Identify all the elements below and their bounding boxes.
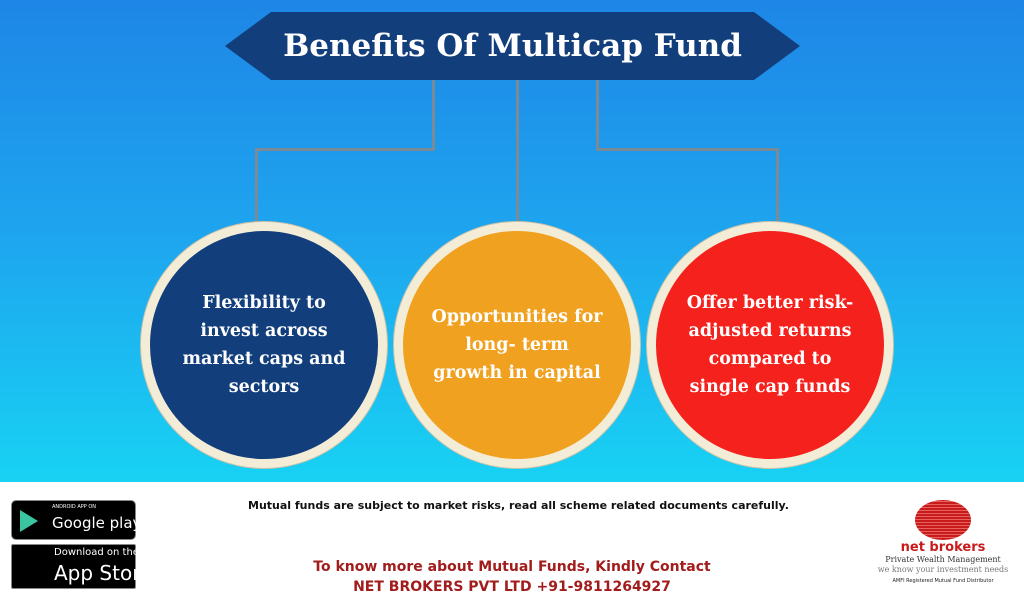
disclaimer: Mutual funds are subject to market risks… [248, 499, 789, 512]
app-store-button[interactable]: Download on the App Store [11, 544, 152, 589]
benefit-text: Opportunities for long- term growth in c… [431, 307, 603, 383]
connector-line [776, 148, 779, 228]
footer: ANDROID APP ON Google play Download on t… [0, 482, 1024, 597]
google-play-button[interactable]: ANDROID APP ON Google play [11, 500, 141, 540]
connector-line [596, 148, 778, 151]
connector-line [255, 148, 258, 228]
connector-line [255, 148, 435, 151]
logo-subtitle: Private Wealth Management [885, 555, 1001, 564]
globe-icon [915, 500, 971, 540]
net-brokers-logo: net brokers Private Wealth Management we… [868, 500, 1018, 585]
apple-small-text: Download on the [54, 547, 139, 558]
hero-section: Benefits Of Multicap Fund Flexibility to… [0, 0, 1024, 482]
connector-line [432, 80, 435, 150]
logo-name: net brokers [900, 540, 986, 555]
benefit-circle-returns: Offer better risk-adjusted returns compa… [647, 222, 893, 468]
page-title: Benefits Of Multicap Fund [283, 28, 742, 64]
amfi-text: AMFI Registered Mutual Fund Distributor [892, 578, 994, 584]
benefit-text: Flexibility to invest across market caps… [182, 293, 346, 397]
google-big-text: Google play [52, 514, 142, 532]
connector-line [516, 80, 519, 228]
apple-big-text: App Store [54, 561, 153, 585]
logo-tagline: we know your investment needs [877, 565, 1009, 574]
benefit-text: Offer better risk-adjusted returns compa… [686, 293, 854, 397]
contact-line: To know more about Mutual Funds, Kindly … [313, 559, 711, 575]
title-banner: Benefits Of Multicap Fund [225, 12, 800, 80]
benefit-circle-growth: Opportunities for long- term growth in c… [394, 222, 640, 468]
google-small-text: ANDROID APP ON [52, 504, 97, 510]
contact-phone[interactable]: NET BROKERS PVT LTD +91-9811264927 [353, 579, 671, 595]
benefit-circle-flexibility: Flexibility to invest across market caps… [141, 222, 387, 468]
connector-line [596, 80, 599, 150]
play-icon [20, 510, 38, 532]
